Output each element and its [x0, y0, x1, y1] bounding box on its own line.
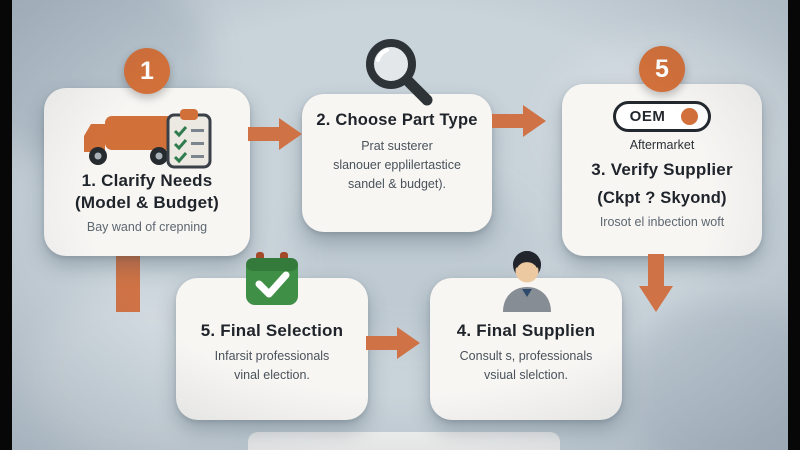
step5-text-line1: Infarsit professionals [214, 348, 330, 363]
step1-number-badge: 1 [124, 48, 170, 94]
final-check-calendar-icon [246, 252, 298, 305]
step4-text-line1: Consult s, professionals [459, 348, 593, 363]
background-shape [248, 432, 560, 450]
step1-subtitle: Bay wand of crepning [86, 219, 208, 234]
map-pattern-blob [620, 300, 800, 450]
aftermarket-label: Aftermarket [629, 138, 695, 152]
oem-toggle: OEM [612, 101, 712, 132]
arrow-step3-down [639, 254, 673, 312]
checklist-icon [166, 109, 212, 169]
step1-card: 1. Clarify Needs (Model & Budget) Bay wa… [44, 88, 250, 256]
connector-step1-down [116, 254, 140, 312]
step2-text-line3: sandel & budget). [348, 176, 446, 191]
step1-icons [44, 98, 250, 170]
arrow-step5-to-step4 [366, 327, 420, 359]
step2-title: 2. Choose Part Type [316, 111, 478, 129]
step3-number-badge: 5 [639, 46, 685, 92]
step2-text-line1: Prat susterer [361, 139, 433, 154]
step4-title: 4. Final Supplien [456, 321, 596, 340]
step3-card: OEM Aftermarket 3. Verify Supplier (Ckpt… [562, 84, 762, 256]
toggle-dot-icon [681, 108, 699, 125]
right-frame-bar [788, 0, 800, 450]
step1-title-line2: (Model & Budget) [75, 192, 219, 212]
step3-title-line2: (Ckpt ? Skyond) [597, 188, 727, 207]
step4-text-line2: vsiual slelction. [483, 367, 569, 382]
step3-subtitle: Irosot el inbection woft [599, 214, 725, 229]
step5-title: 5. Final Selection [200, 321, 344, 340]
left-frame-bar [0, 0, 12, 450]
step5-text-line2: vinal election. [234, 367, 310, 382]
oem-label: OEM [629, 108, 666, 125]
step1-title-line1: 1. Clarify Needs [81, 171, 213, 190]
step2-text-line2: slanouer epplilertastice [333, 157, 461, 172]
magnifier-icon [366, 39, 433, 106]
arrow-step1-to-step2 [248, 118, 302, 150]
arrow-step2-to-step3 [492, 105, 546, 137]
truck-icon [84, 116, 181, 165]
consultant-person-icon [503, 251, 551, 312]
step2-card: 2. Choose Part Type Prat susterer slanou… [302, 94, 492, 232]
step3-title-line1: 3. Verify Supplier [591, 160, 733, 179]
